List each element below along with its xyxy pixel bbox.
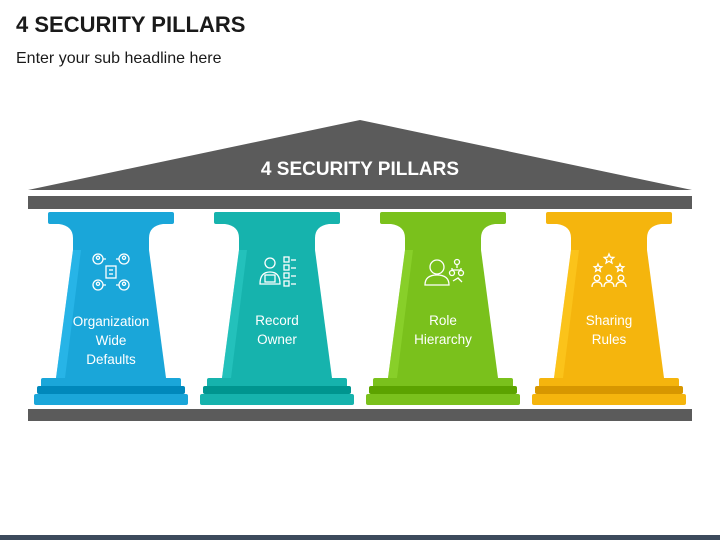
pillar-base-step-2	[369, 386, 517, 394]
pillar-shaft	[554, 250, 664, 378]
pillar-highlight	[554, 250, 579, 378]
record-owner-icon	[259, 256, 296, 287]
pillar-highlight	[388, 250, 413, 378]
sharing-rules-icon	[591, 252, 627, 288]
bottom-accent-bar	[0, 535, 720, 540]
pillar-base-step-1	[41, 378, 181, 388]
pillar-neck	[225, 224, 329, 250]
pillar-base-step-3	[366, 394, 520, 405]
pillar-label-line: Wide	[96, 333, 127, 348]
pillar-capital	[546, 212, 672, 224]
pillar-capital	[48, 212, 174, 224]
pillar-neck	[391, 224, 495, 250]
pillar-base-step-3	[200, 394, 354, 405]
pillar-base-step-2	[535, 386, 683, 394]
pillar-base-step-3	[34, 394, 188, 405]
pillar-base-step-1	[539, 378, 679, 388]
pillar-neck	[59, 224, 163, 250]
pillar-base-step-2	[37, 386, 185, 394]
pillar-base-step-3	[532, 394, 686, 405]
organization-network-icon	[92, 253, 130, 291]
pillars-group: OrganizationWideDefaultsRecordOwnerRoleH…	[34, 212, 686, 405]
roof-label: 4 SECURITY PILLARS	[261, 159, 459, 180]
pillar-capital	[380, 212, 506, 224]
pillar-shaft	[56, 250, 166, 378]
pillar-neck	[557, 224, 661, 250]
role-hierarchy-icon	[424, 258, 465, 286]
pillar-base-step-2	[203, 386, 351, 394]
pillar-highlight	[222, 250, 247, 378]
pillar-base-step-1	[207, 378, 347, 388]
pillar-label-line: Defaults	[86, 352, 136, 367]
pillar-shaft	[222, 250, 332, 378]
pillar-label-line: Hierarchy	[414, 332, 472, 347]
pillar-highlight	[56, 250, 81, 378]
pillar-label-line: Sharing	[586, 313, 633, 328]
pillar-base-step-1	[373, 378, 513, 388]
roof	[28, 120, 692, 190]
pillar-shaft	[388, 250, 498, 378]
top-beam	[28, 196, 692, 209]
pillar-label-line: Organization	[73, 314, 150, 329]
pillar-capital	[214, 212, 340, 224]
pillar-label-line: Rules	[592, 332, 627, 347]
pillar-label-line: Owner	[257, 332, 297, 347]
page-subtitle: Enter your sub headline here	[16, 50, 222, 67]
page-title: 4 SECURITY PILLARS	[16, 12, 246, 37]
pillar-label-line: Record	[255, 313, 299, 328]
pillar-label-line: Role	[429, 313, 457, 328]
bottom-beam	[28, 409, 692, 421]
